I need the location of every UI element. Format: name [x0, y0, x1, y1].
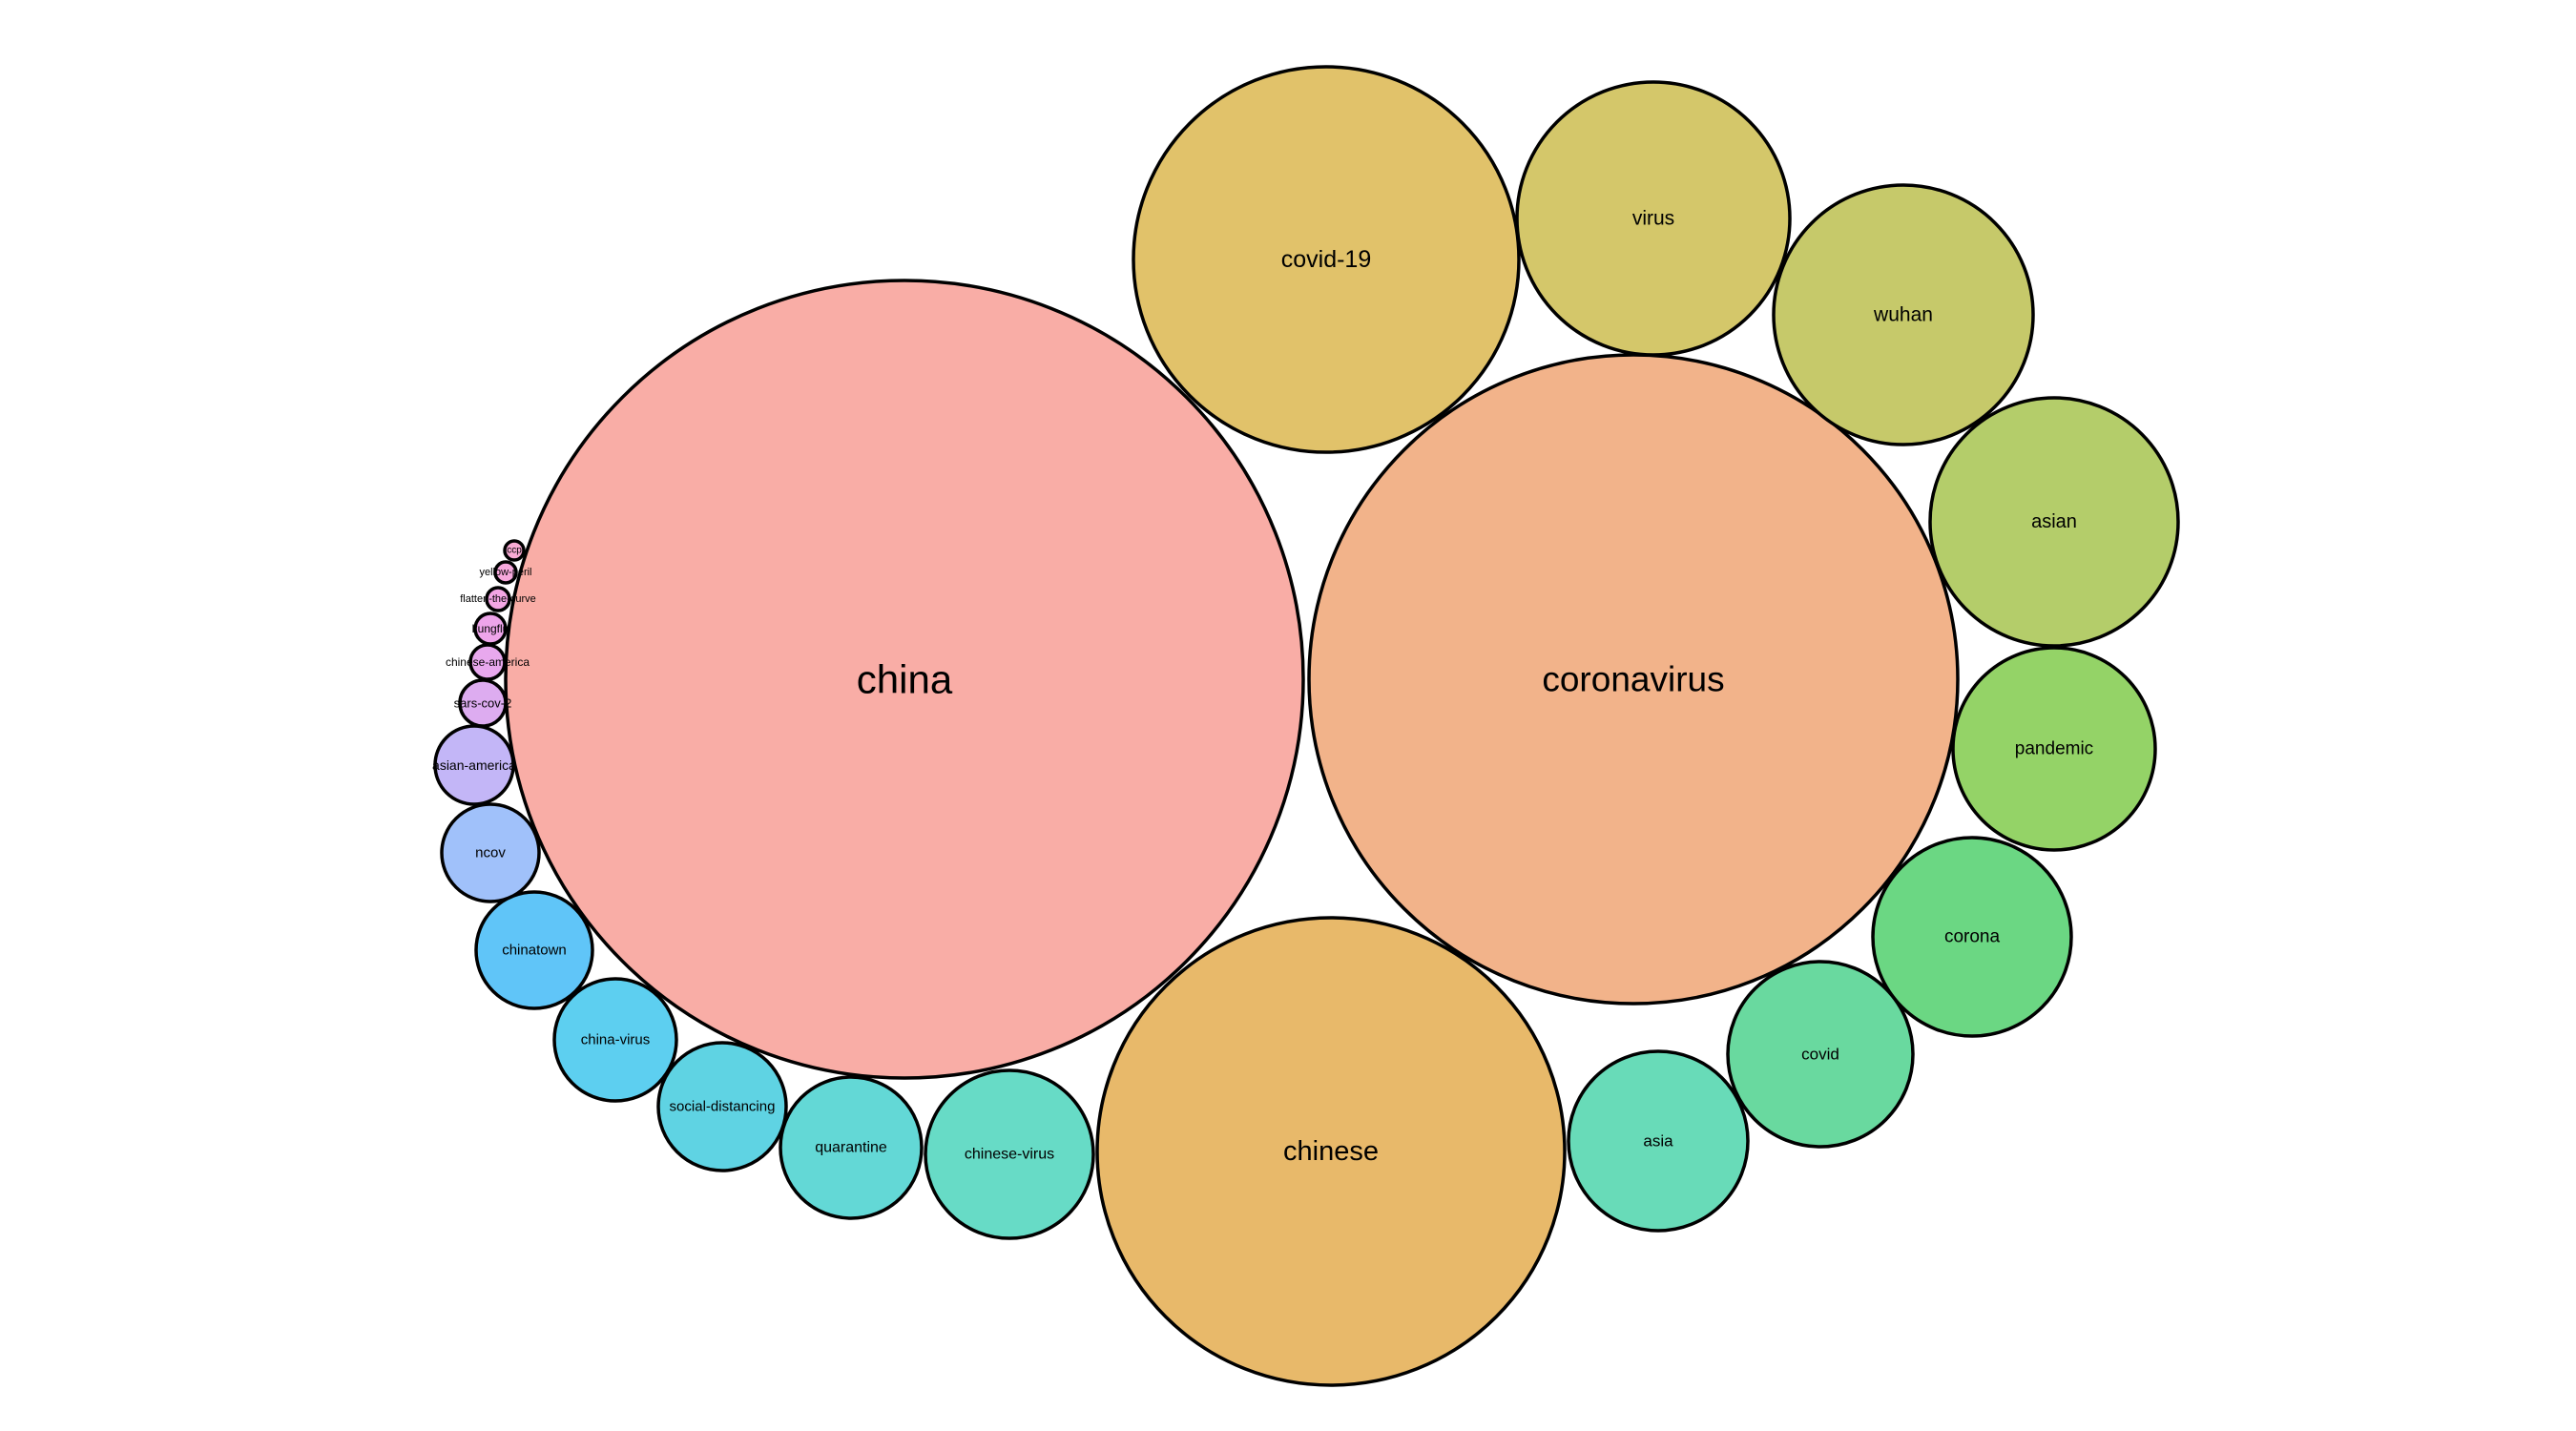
bubble-china	[504, 279, 1305, 1080]
bubble-wuhan	[1772, 183, 2035, 446]
bubble-pandemic	[1951, 646, 2157, 852]
bubble-label-corona: corona	[1944, 927, 2001, 947]
bubble-virus	[1515, 80, 1792, 357]
bubble-label-covid: covid	[1801, 1046, 1839, 1064]
labels-layer: china coronavirus chinese covid-19 virus wuha…	[432, 208, 2093, 1168]
bubble-label-chinese-virus: chinese-virus	[965, 1147, 1054, 1163]
bubble-label-china-virus: china-virus	[581, 1032, 651, 1048]
bubble-label-kungflu: kungflu	[472, 622, 509, 635]
bubble-label-flatten-the-curve: flatten-the-curve	[460, 593, 535, 605]
bubble-label-chinatown: chinatown	[502, 943, 567, 959]
bubble-label-virus: virus	[1632, 208, 1674, 230]
bubble-social-distancing	[656, 1041, 788, 1172]
bubble-label-ccp: ccp	[507, 546, 522, 556]
bubble-chinatown	[474, 890, 594, 1010]
bubble-label-yellow-peril: yellow-peril	[479, 567, 531, 578]
bubble-covid-19	[1132, 65, 1521, 454]
bubble-china-virus	[552, 977, 678, 1103]
bubble-label-quarantine: quarantine	[815, 1140, 887, 1156]
bubble-label-chinese-america: chinese-america	[446, 655, 530, 669]
bubble-kungflu	[473, 612, 508, 646]
bubble-label-ncov: ncov	[475, 845, 506, 861]
bubble-label-sars-cov-2: sars-cov-2	[454, 696, 512, 711]
bubble-chinese-virus	[924, 1068, 1095, 1240]
bubble-label-china: china	[857, 657, 953, 702]
bubble-label-asian: asian	[2031, 511, 2077, 532]
bubble-label-covid-19: covid-19	[1281, 246, 1372, 273]
bubble-yellow-peril	[493, 560, 518, 585]
bubble-label-wuhan: wuhan	[1873, 304, 1933, 326]
bubble-label-chinese: chinese	[1283, 1136, 1379, 1167]
bubble-corona	[1871, 836, 2073, 1038]
bubble-asia	[1567, 1049, 1750, 1233]
bubble-asian	[1928, 396, 2180, 648]
bubbles-layer	[433, 65, 2180, 1387]
bubble-ncov	[440, 802, 541, 903]
bubble-label-asia: asia	[1643, 1132, 1673, 1151]
bubble-covid	[1726, 960, 1915, 1149]
bubble-label-social-distancing: social-distancing	[670, 1099, 776, 1115]
bubble-flatten-the-curve	[485, 586, 511, 612]
bubble-ccp	[503, 539, 526, 562]
bubble-label-coronavirus: coronavirus	[1542, 660, 1724, 699]
bubble-label-asian-america: asian-america	[432, 757, 516, 773]
bubble-quarantine	[779, 1075, 924, 1220]
bubble-label-pandemic: pandemic	[2015, 739, 2093, 759]
bubble-chinese	[1095, 916, 1567, 1387]
